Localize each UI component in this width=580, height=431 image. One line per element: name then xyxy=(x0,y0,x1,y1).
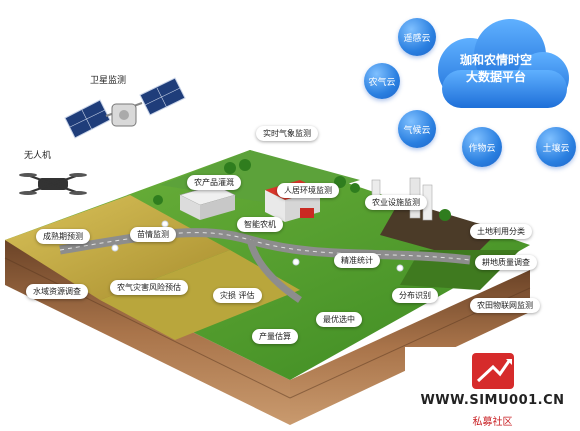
drone-label: 无人机 xyxy=(24,151,52,161)
label-habitat: 人居环境监测 xyxy=(277,183,339,198)
label-precise-stats: 精准统计 xyxy=(334,253,380,268)
label-crop-irrigation: 农产品灌溉 xyxy=(187,175,241,190)
connection-nodes xyxy=(111,220,404,272)
satellite-label: 卫星监测 xyxy=(90,76,127,86)
label-yield: 产量估算 xyxy=(252,329,298,344)
watermark-logo xyxy=(472,353,514,389)
watermark-panel xyxy=(405,347,580,431)
label-iot: 农田物联网监测 xyxy=(470,298,540,313)
label-land-use: 土地利用分类 xyxy=(470,224,532,239)
label-water-survey: 水域资源调查 xyxy=(26,284,88,299)
cloud-bubble-crop: 作物云 xyxy=(462,127,502,167)
label-smart-machine: 智能农机 xyxy=(237,217,283,232)
label-damage-eval: 灾损 评估 xyxy=(213,288,262,303)
label-disaster-warning: 农气灾害风险预估 xyxy=(110,280,188,295)
trees xyxy=(153,159,451,221)
label-distribution: 分布识别 xyxy=(392,288,438,303)
cloud-bubble-soil: 土壤云 xyxy=(536,127,576,167)
label-soil-quality: 耕地质量调查 xyxy=(475,255,537,270)
platform-title: 珈和农情时空 大数据平台 xyxy=(436,52,556,86)
drone-icon xyxy=(19,173,87,195)
label-maturity: 成熟期预测 xyxy=(36,229,90,244)
label-pest: 苗情监测 xyxy=(130,227,176,242)
label-facility: 农业设施监测 xyxy=(365,195,427,210)
label-best-selection: 最优选中 xyxy=(316,312,362,327)
platform-title-line1: 珈和农情时空 xyxy=(459,53,532,67)
cloud-bubble-agro-weather: 农气云 xyxy=(364,63,400,99)
platform-cloud-shape xyxy=(438,19,569,108)
cloud-bubble-climate: 气候云 xyxy=(398,110,436,148)
cloud-bubble-remote-sensing: 遥感云 xyxy=(398,18,436,56)
label-weather: 实时气象监测 xyxy=(256,126,318,141)
platform-title-line2: 大数据平台 xyxy=(465,70,526,84)
satellite-icon xyxy=(64,77,186,139)
watermark-url: WWW.SIMU001.CN xyxy=(420,393,565,408)
watermark-sub: 私募社区 xyxy=(472,417,513,428)
